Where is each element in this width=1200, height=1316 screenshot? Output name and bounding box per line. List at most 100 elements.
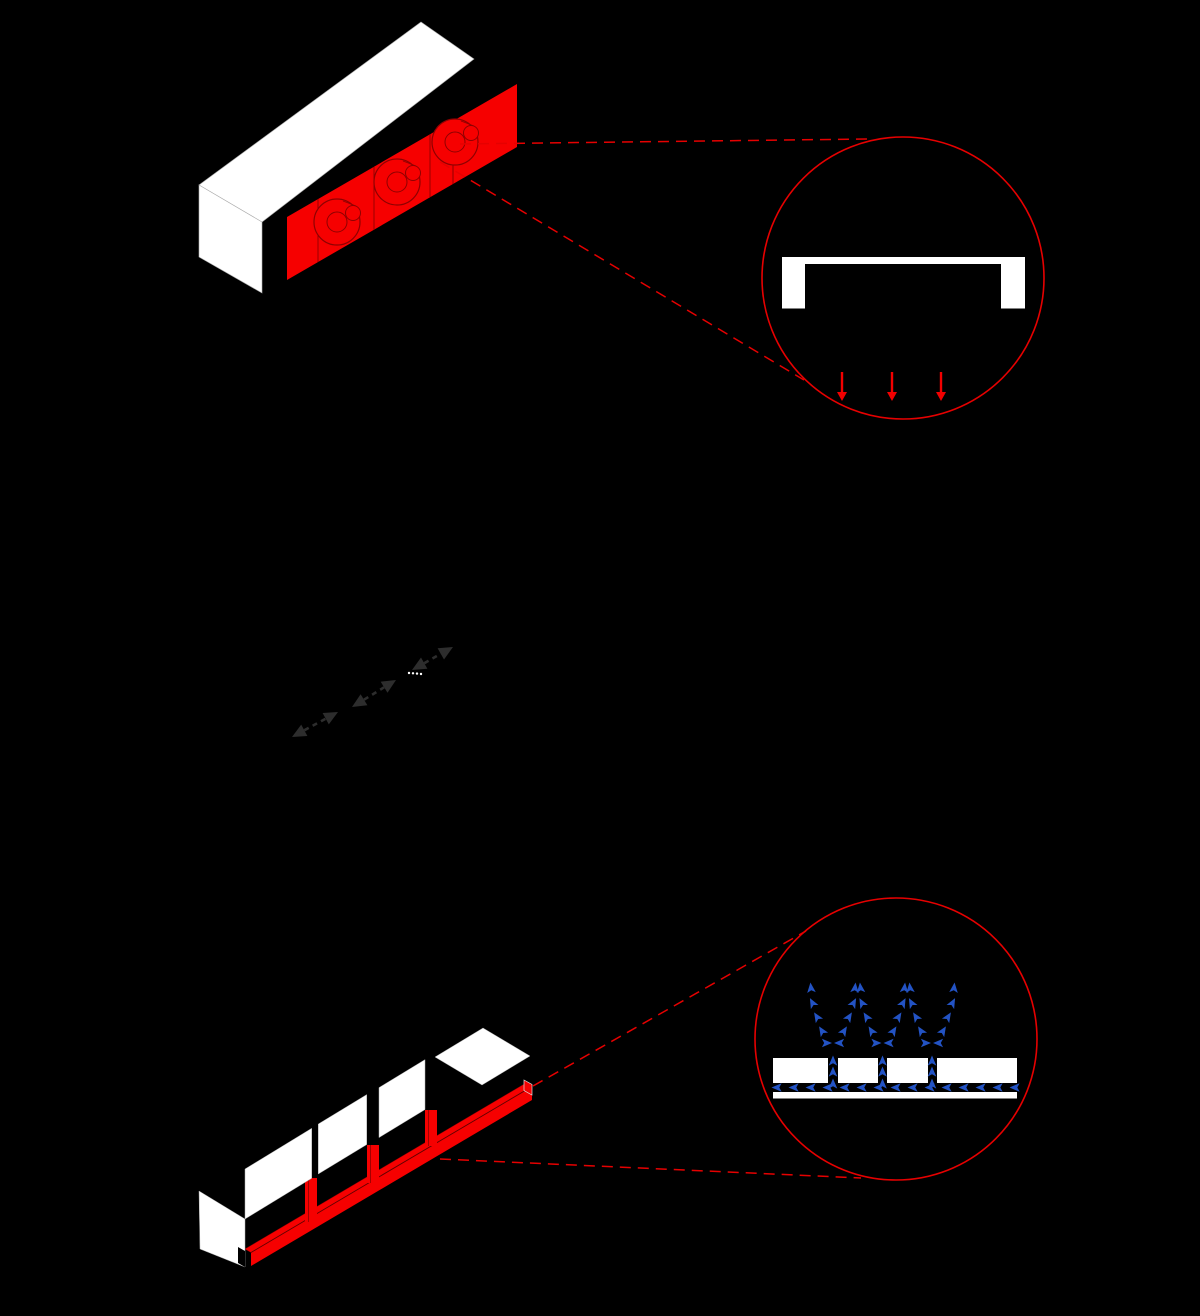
flow-dart-fountain — [949, 982, 958, 994]
fan-hub — [386, 171, 408, 193]
flow-dart-fountain — [899, 982, 909, 994]
floor-block-section — [838, 1058, 878, 1083]
bottom-detail-circle — [754, 897, 1038, 1181]
exchange-arrow-head — [380, 680, 396, 693]
flow-dart-fountain — [920, 1038, 931, 1048]
down-arrow-head — [837, 392, 847, 401]
flow-dart-underfloor — [771, 1083, 782, 1092]
endcap-notch — [238, 1247, 245, 1267]
exchange-arrow-stem — [423, 652, 442, 665]
flow-dart-fountain — [842, 1012, 852, 1024]
fan-motor — [463, 125, 479, 141]
top-detail-circle — [761, 136, 1045, 420]
flow-dart-gap — [927, 1078, 937, 1089]
down-arrow-head — [887, 392, 897, 401]
flow-dart-fountain — [863, 1012, 873, 1024]
flow-dart-gap — [828, 1055, 838, 1066]
stray-dot — [415, 672, 419, 675]
flow-dart-gap — [927, 1066, 937, 1077]
detail-leader-top-upper — [459, 138, 869, 145]
flow-dart-underfloor — [907, 1083, 918, 1092]
flow-dart-fountain — [897, 998, 906, 1010]
rail-ridge-line — [250, 1086, 533, 1253]
flow-dart-underfloor — [975, 1083, 986, 1092]
stray-dot — [411, 672, 415, 675]
stray-dot — [419, 672, 423, 676]
detail-leader-bottom-lower — [439, 1158, 862, 1179]
exchange-arrow-head — [292, 724, 308, 737]
flow-dart-gap — [828, 1078, 838, 1089]
bottom-unit-panel — [318, 1094, 367, 1175]
rail-front-face — [251, 1086, 532, 1266]
flow-dart-underfloor — [890, 1083, 901, 1092]
fan-hub — [326, 211, 348, 233]
flow-dart-fountain — [906, 982, 915, 994]
flow-dart-gap — [828, 1066, 838, 1077]
flow-dart-gap — [878, 1066, 887, 1077]
post-cap — [366, 1139, 380, 1145]
bottom-unit-panel — [378, 1059, 426, 1139]
flow-dart-fountain — [918, 1026, 928, 1038]
fan-motor — [405, 165, 421, 181]
fan-hub — [444, 131, 466, 153]
flow-dart-gap — [878, 1078, 887, 1089]
flow-dart-fountain — [847, 998, 857, 1010]
flow-dart-fountain — [887, 1026, 897, 1038]
flow-dart-fountain — [834, 1038, 845, 1048]
flow-dart-fountain — [913, 1012, 923, 1024]
flow-dart-gap — [927, 1055, 937, 1066]
top-unit-endcap — [198, 184, 263, 294]
flow-dart-fountain — [859, 998, 868, 1010]
stray-dot — [407, 671, 411, 675]
flow-dart-fountain — [933, 1038, 944, 1048]
flow-dart-fountain — [883, 1038, 894, 1048]
exchange-arrow-stem — [363, 686, 385, 701]
flow-dart-underfloor — [822, 1083, 833, 1092]
flow-dart-fountain — [807, 982, 816, 994]
flow-dart-underfloor — [788, 1083, 799, 1092]
fan-motor — [345, 205, 361, 221]
supply-channel-section — [782, 257, 1025, 309]
flow-dart-fountain — [819, 1026, 829, 1038]
floor-block-section — [773, 1058, 828, 1083]
flow-dart-fountain — [837, 1026, 847, 1038]
exchange-arrow-head — [412, 657, 428, 670]
exchange-arrow-head — [322, 712, 338, 725]
flow-dart-underfloor — [856, 1083, 867, 1092]
flow-dart-fountain — [941, 1012, 951, 1024]
flow-dart-fountain — [892, 1012, 902, 1024]
flow-dart-underfloor — [941, 1083, 952, 1092]
flow-dart-fountain — [809, 998, 819, 1010]
flow-dart-underfloor — [992, 1083, 1003, 1092]
flow-dart-fountain — [814, 1012, 824, 1024]
floor-base-strip — [773, 1092, 1017, 1099]
flow-dart-underfloor — [958, 1083, 969, 1092]
exchange-arrow-head — [352, 694, 368, 707]
detail-leader-top-lower — [439, 161, 805, 381]
floor-block-section — [887, 1058, 928, 1083]
flow-dart-fountain — [850, 982, 859, 994]
flow-dart-fountain — [868, 1026, 878, 1038]
down-arrow-head — [936, 392, 946, 401]
bottom-unit-roof-slab — [434, 1027, 531, 1086]
flow-dart-fountain — [821, 1038, 832, 1048]
bottom-unit-panel — [244, 1127, 312, 1220]
exchange-arrow-stem — [303, 717, 327, 732]
rail-post — [367, 1145, 379, 1183]
exchange-arrow-head — [437, 647, 453, 660]
flow-dart-fountain — [946, 998, 956, 1010]
flow-dart-gap — [878, 1055, 887, 1066]
flow-dart-fountain — [908, 998, 918, 1010]
flow-dart-fountain — [871, 1038, 882, 1048]
detail-leader-bottom-upper — [532, 930, 807, 1087]
post-cap — [424, 1104, 438, 1110]
flow-dart-fountain — [856, 982, 866, 994]
rail-end-profile — [523, 1079, 533, 1096]
flow-dart-fountain — [936, 1026, 946, 1038]
flow-dart-underfloor — [805, 1083, 816, 1092]
flow-dart-underfloor — [839, 1083, 850, 1092]
floor-block-section — [937, 1058, 1017, 1083]
rail-post — [425, 1110, 437, 1146]
